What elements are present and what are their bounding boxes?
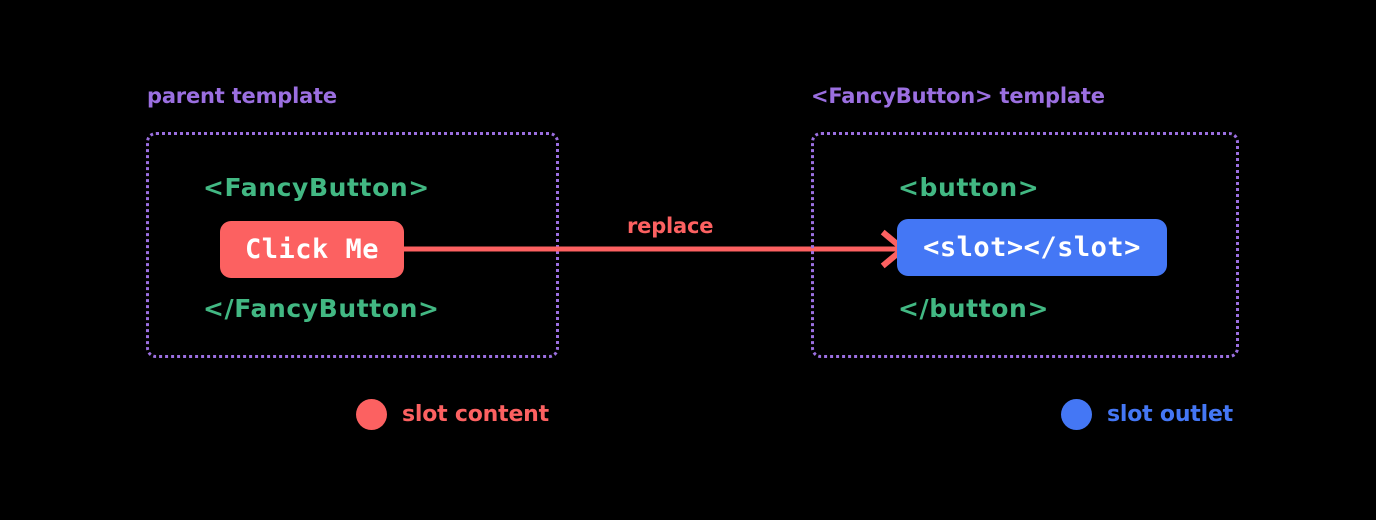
legend-label-slot-content: slot content: [402, 402, 549, 427]
red-dot-icon: [356, 399, 387, 430]
slot-outlet-chip[interactable]: <slot></slot>: [897, 219, 1167, 276]
fancybutton-open-tag: <FancyButton>: [203, 173, 430, 202]
legend-item-slot-content: slot content: [356, 399, 549, 430]
legend-item-slot-outlet: slot outlet: [1061, 399, 1233, 430]
blue-dot-icon: [1061, 399, 1092, 430]
parent-template-box: [146, 132, 559, 358]
legend-label-slot-outlet: slot outlet: [1107, 402, 1233, 427]
fancybutton-close-tag: </FancyButton>: [203, 294, 440, 323]
replace-arrow-group: replace: [404, 214, 910, 272]
button-open-tag: <button>: [898, 173, 1040, 202]
fancybutton-template-box: [811, 132, 1239, 358]
button-close-tag: </button>: [898, 294, 1049, 323]
slot-content-chip[interactable]: Click Me: [220, 221, 404, 278]
fancybutton-template-title: <FancyButton> template: [811, 84, 1105, 108]
parent-template-title: parent template: [147, 84, 337, 108]
replace-label: replace: [627, 214, 714, 238]
